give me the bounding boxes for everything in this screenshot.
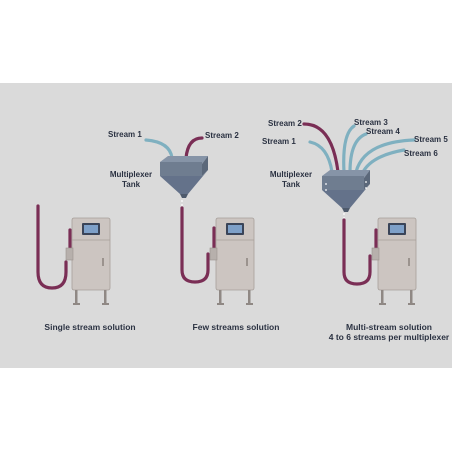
multi-stream-caption: Multi-stream solution 4 to 6 streams per… — [326, 322, 452, 342]
multi-stream1-label: Stream 1 — [262, 137, 296, 146]
multi-stream4-label: Stream 4 — [366, 127, 400, 136]
single-stream-caption: Single stream solution — [44, 322, 136, 332]
multi-tank-label-line2: Tank — [281, 180, 301, 189]
multi-caption-line1: Multi-stream solution — [346, 322, 432, 332]
multi-caption-line2: 4 to 6 streams per multiplexer — [328, 332, 450, 342]
few-stream2-line — [184, 136, 204, 160]
multi-tank-label-line1: Multiplexer — [269, 170, 313, 179]
few-multiplexer-tank-icon — [160, 156, 208, 198]
multi-stream5-label: Stream 5 — [414, 135, 448, 144]
single-stream-group — [36, 204, 111, 306]
few-stream2-label: Stream 2 — [205, 131, 239, 140]
single-analyzer-cabinet — [65, 217, 111, 306]
few-stream1-line — [144, 138, 174, 160]
multi-analyzer-cabinet — [371, 217, 417, 306]
multi-stream2-label: Stream 2 — [268, 119, 302, 128]
multi-stream2-line — [302, 122, 340, 174]
multi-multiplexer-tank-icon — [322, 170, 370, 212]
few-tank-label: Multiplexer Tank — [108, 170, 154, 190]
few-streams-caption: Few streams solution — [192, 322, 280, 332]
multi-stream5-line — [354, 138, 416, 174]
few-stream1-label: Stream 1 — [108, 130, 142, 139]
few-streams-group — [144, 136, 255, 306]
multi-tank-label: Multiplexer Tank — [268, 170, 314, 190]
single-product-hose — [36, 204, 68, 290]
few-analyzer-cabinet — [209, 217, 255, 306]
few-tank-label-line2: Tank — [121, 180, 141, 189]
few-tank-label-line1: Multiplexer — [109, 170, 153, 179]
multi-stream1-line — [308, 140, 334, 174]
multi-streams-group — [302, 122, 417, 306]
multi-stream4-line — [348, 132, 368, 174]
multi-stream6-label: Stream 6 — [404, 149, 438, 158]
multi-stream3-label: Stream 3 — [354, 118, 388, 127]
multi-product-hose — [342, 218, 372, 286]
few-product-hose — [180, 206, 210, 284]
multi-stream3-line — [342, 124, 356, 174]
